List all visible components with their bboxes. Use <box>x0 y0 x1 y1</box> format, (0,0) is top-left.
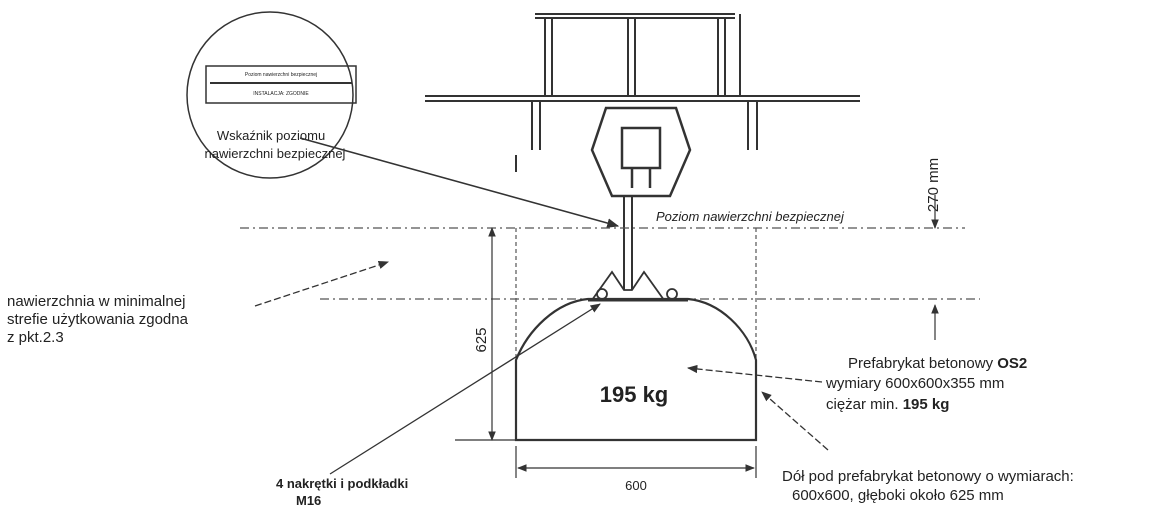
block-note-line3: ciężar min. 195 kg <box>826 396 949 413</box>
nuts-note-line2: M16 <box>296 493 321 508</box>
level-tag-line2: INSTALACJA: ZGODNIE <box>253 91 309 97</box>
equipment-frame <box>535 13 741 95</box>
block-note-arrow <box>686 364 823 383</box>
callout-leader-arrow <box>299 137 620 228</box>
level-tag-line1: Poziom nawierzchni bezpiecznej <box>245 72 317 78</box>
anchor-base <box>588 270 688 302</box>
mounting-bracket <box>590 106 692 198</box>
pit-note-line2: 600x600, głęboki około 625 mm <box>792 487 1004 504</box>
equipment-platform <box>425 95 860 172</box>
surface-note-arrow <box>254 260 389 307</box>
surface-note-line1: nawierzchnia w minimalnej <box>7 293 185 310</box>
dimension-600: 600 <box>515 446 757 493</box>
pit-note-arrow <box>761 391 829 451</box>
surface-note: nawierzchnia w minimalnej strefie użytko… <box>7 293 189 346</box>
surface-note-line2: strefie użytkowania zgodna <box>7 311 189 328</box>
nuts-note: 4 nakrętki i podkładki M16 <box>276 476 408 508</box>
dimension-270-label: 270 mm <box>925 158 942 212</box>
callout-magnifier: Poziom nawierzchni bezpiecznej INSTALACJ… <box>186 11 357 179</box>
dimension-270: 270 mm <box>925 158 942 229</box>
surface-note-line3: z pkt.2.3 <box>7 329 64 346</box>
concrete-block <box>514 297 758 442</box>
level-indicator-label-line1: Wskaźnik poziomu <box>217 128 325 143</box>
post <box>623 196 633 290</box>
dimension-625-label: 625 <box>473 327 490 352</box>
dimension-625: 625 <box>455 227 516 441</box>
dimension-600-label: 600 <box>625 478 647 493</box>
nuts-note-arrow <box>329 303 601 475</box>
block-weight-label: 195 kg <box>600 382 669 407</box>
level-tag <box>205 65 357 104</box>
pit-note: Dół pod prefabrykat betonowy o wymiarach… <box>782 468 1074 504</box>
block-note: Prefabrykat betonowy OS2 wymiary 600x600… <box>825 355 1027 413</box>
level-indicator-label-line2: nawierzchni bezpiecznej <box>205 146 346 161</box>
pit-note-line1: Dół pod prefabrykat betonowy o wymiarach… <box>782 468 1074 485</box>
nuts-note-line1: 4 nakrętki i podkładki <box>276 476 408 491</box>
surface-level-label: Poziom nawierzchni bezpiecznej <box>656 209 845 224</box>
block-note-line1: Prefabrykat betonowy OS2 <box>848 355 1027 372</box>
block-note-line2: wymiary 600x600x355 mm <box>825 375 1004 392</box>
